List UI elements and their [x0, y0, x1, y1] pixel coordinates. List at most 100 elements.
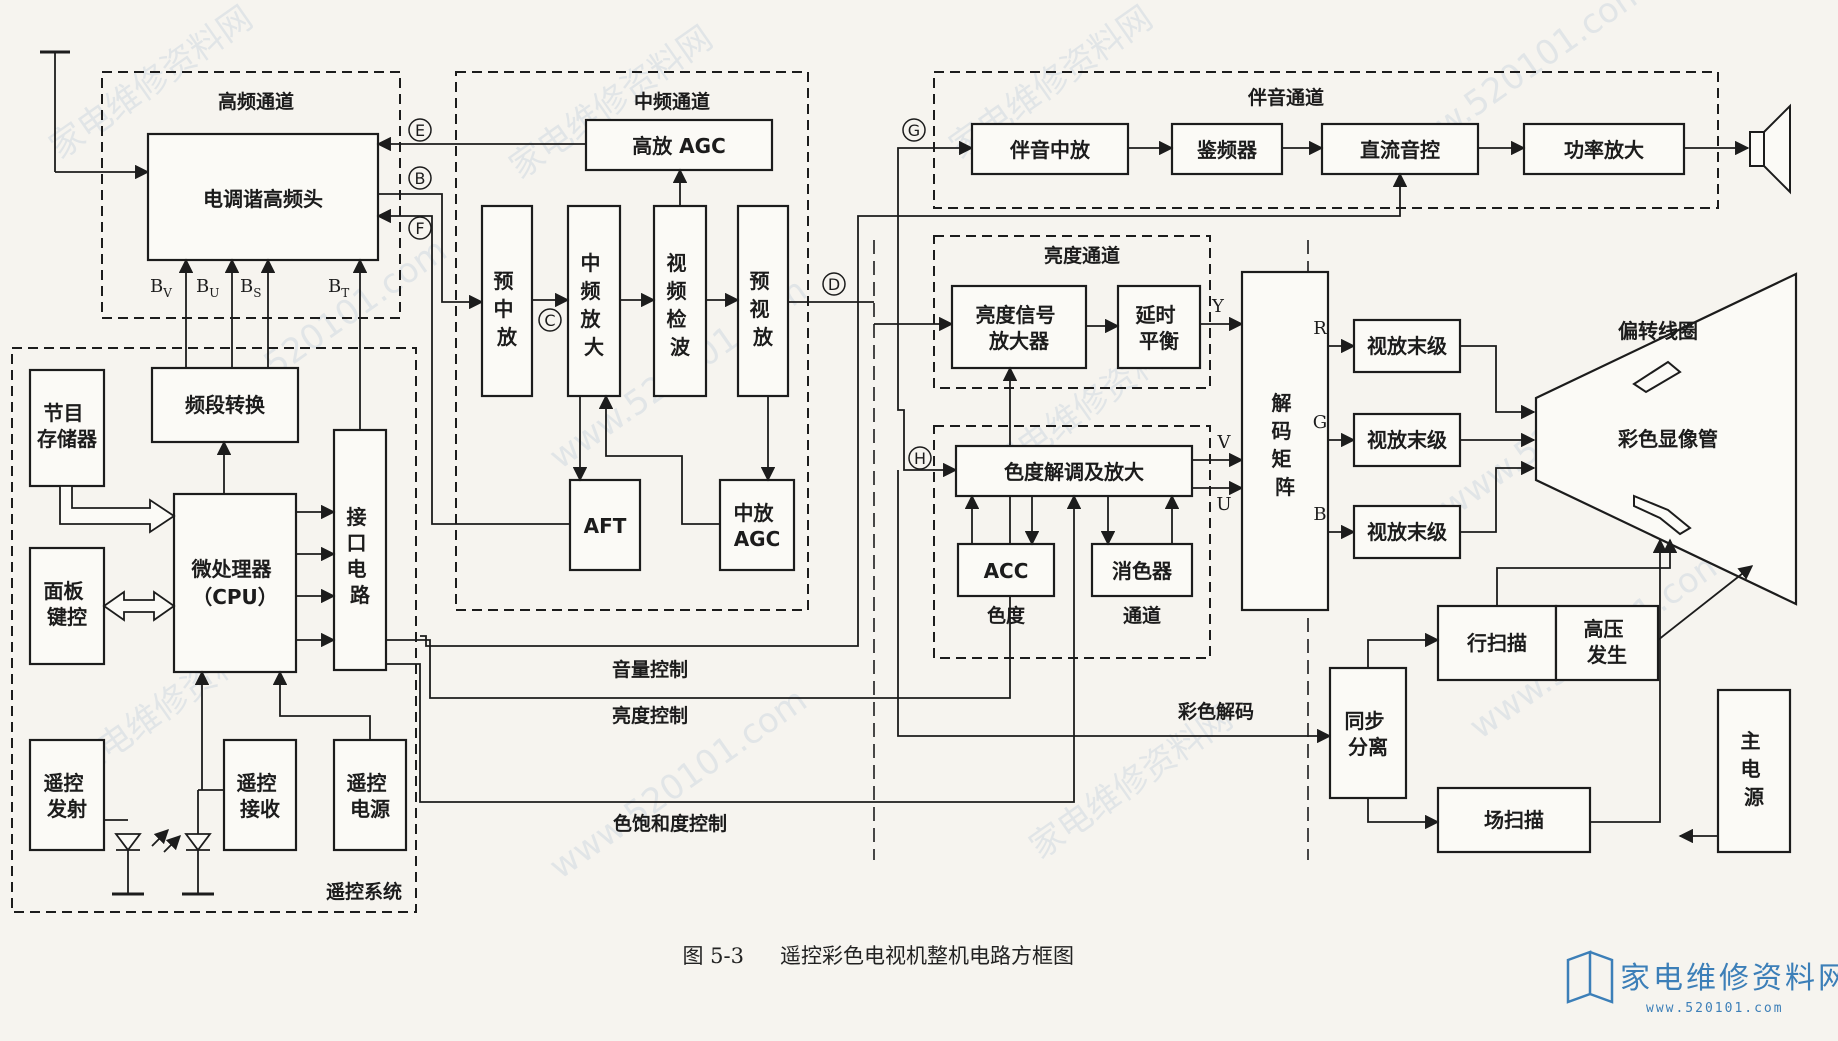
- program-memory-label: 节目 存储器: [37, 401, 98, 451]
- brightness-control-label: 亮度控制: [612, 704, 688, 727]
- tuner-label: 电调谐高频头: [203, 187, 323, 211]
- chroma-demod-label: 色度解调及放大: [1004, 460, 1144, 484]
- sync-separator-block: [1328, 666, 1408, 800]
- main-power-block: [1716, 688, 1792, 854]
- luma-channel-group: [933, 235, 1211, 389]
- remote-transmitter-label: 遥控 发射: [44, 771, 91, 821]
- g-signal-label: G: [1313, 412, 1327, 433]
- delay-balance-block: [1116, 284, 1202, 370]
- speaker-icon: [1749, 103, 1791, 195]
- pin-d: D: [822, 272, 846, 296]
- svg-text:D: D: [828, 275, 840, 294]
- sound-if-amp-label: 伴音中放: [1009, 138, 1091, 162]
- audio-channel-group: [933, 71, 1719, 209]
- ir-signal-icon: [151, 828, 182, 853]
- pre-video-amp-label: 预 视 放: [750, 269, 777, 349]
- rf-channel-group: [101, 71, 401, 319]
- high-voltage-block: [1554, 604, 1660, 682]
- panel-keys-block: [28, 546, 106, 666]
- crt-icon: [1534, 272, 1798, 606]
- figure-caption: 遥控彩色电视机整机电路方框图: [780, 944, 1074, 968]
- pin-e: E: [408, 118, 432, 142]
- band-switch-label: 频段转换: [185, 393, 266, 417]
- color-decode-label: 彩色解码: [1177, 700, 1254, 723]
- bt-pin-label: BT: [328, 276, 349, 300]
- volume-control-label: 音量控制: [612, 658, 688, 681]
- watermark-text: 家电维修资料网: [1022, 698, 1240, 867]
- program-memory-block: [28, 368, 106, 488]
- saturation-control-label: 色饱和度控制: [613, 812, 727, 835]
- ir-led-icon: [104, 819, 144, 896]
- rf-agc-label: 高放 AGC: [632, 134, 726, 158]
- vertical-scan-block: [1436, 786, 1592, 854]
- sync-separator-label: 同步 分离: [1345, 709, 1392, 759]
- remote-system-title: 遥控系统: [326, 880, 402, 903]
- u-signal-label: U: [1216, 494, 1231, 515]
- yoke-label: 偏转线圈: [1618, 319, 1698, 343]
- decode-matrix-block: [1240, 270, 1330, 612]
- dc-volume-block: [1320, 122, 1480, 176]
- if-channel-title: 中频通道: [634, 90, 710, 113]
- acc-block: [956, 542, 1056, 598]
- video-detector-block: [652, 204, 708, 398]
- video-output-r-label: 视放末级: [1367, 334, 1447, 358]
- crt-label: 彩色显像管: [1617, 427, 1718, 451]
- luma-channel-title: 亮度通道: [1044, 244, 1120, 267]
- luma-amp-label: 亮度信号 放大器: [976, 303, 1063, 353]
- antenna-icon: [40, 50, 150, 180]
- video-output-g-block: [1352, 412, 1462, 468]
- color-killer-label: 消色器: [1112, 559, 1173, 583]
- high-voltage-label: 高压 发生: [1584, 617, 1631, 667]
- sound-if-amp-block: [970, 122, 1130, 176]
- bu-pin-label: BU: [196, 276, 219, 300]
- if-amp-label: 中 频 放 大: [580, 251, 608, 359]
- y-signal-label: Y: [1211, 296, 1225, 317]
- b-signal-label: B: [1313, 504, 1326, 525]
- power-amp-block: [1522, 122, 1686, 176]
- remote-transmitter-block: [28, 738, 106, 852]
- rf-channel-title: 高频通道: [218, 90, 294, 113]
- memory-bus-arrow: [59, 485, 176, 534]
- logo-url: www.520101.com: [1646, 1001, 1784, 1016]
- aft-label: AFT: [584, 514, 627, 538]
- pin-h: H: [908, 446, 932, 470]
- horizontal-scan-label: 行扫描: [1466, 631, 1527, 655]
- remote-receiver-label: 遥控 接收: [237, 771, 284, 821]
- if-channel-group: [455, 71, 809, 611]
- pin-f: F: [408, 216, 432, 240]
- ir-receiver-icon: [182, 789, 224, 896]
- panel-bus-arrow: [102, 590, 176, 622]
- logo-text: 家电维修资料网: [1620, 961, 1838, 996]
- video-output-b-label: 视放末级: [1367, 520, 1447, 544]
- acc-label: ACC: [984, 559, 1029, 583]
- remote-receiver-block: [222, 738, 298, 852]
- r-signal-label: R: [1313, 318, 1327, 339]
- chroma-demod-block: [954, 444, 1194, 498]
- if-amp-block: [566, 204, 622, 398]
- bs-pin-label: BS: [240, 276, 261, 300]
- fm-detector-label: 鉴频器: [1196, 138, 1258, 162]
- delay-balance-label: 延时 平衡: [1135, 303, 1183, 353]
- panel-keys-label: 面板 键控: [44, 579, 91, 629]
- figure-number: 图 5-3: [683, 944, 745, 968]
- cpu-label: 微处理器 （CPU）: [191, 557, 279, 609]
- cpu-block: [172, 492, 298, 674]
- audio-channel-title: 伴音通道: [1247, 86, 1324, 109]
- chroma-channel-title: 色度: [987, 604, 1026, 627]
- color-killer-block: [1090, 542, 1194, 598]
- aft-block: [568, 478, 642, 572]
- horizontal-scan-block: [1436, 604, 1558, 682]
- vertical-scan-label: 场扫描: [1484, 808, 1544, 832]
- svg-text:C: C: [544, 311, 555, 330]
- remote-system-group: [11, 347, 417, 913]
- main-power-label: 主 电 源: [1741, 729, 1768, 809]
- decode-matrix-label: 解 码 矩 阵: [1272, 391, 1299, 499]
- bv-pin-label: BV: [150, 276, 172, 300]
- power-amp-label: 功率放大: [1564, 138, 1644, 162]
- luma-amp-block: [950, 284, 1088, 370]
- svg-text:B: B: [415, 169, 426, 188]
- pin-c: C: [538, 308, 562, 332]
- svg-text:H: H: [914, 449, 926, 468]
- svg-text:F: F: [415, 219, 424, 238]
